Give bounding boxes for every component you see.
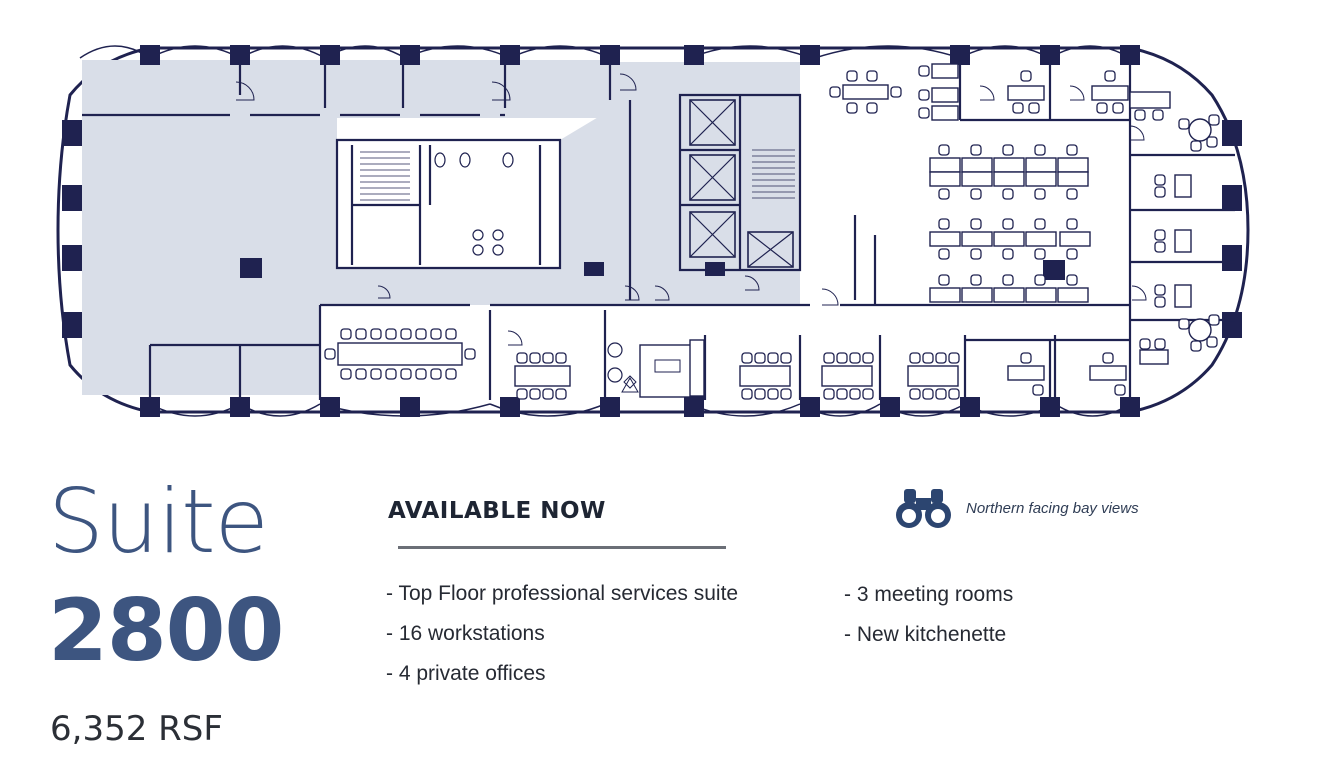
feature-item: - New kitchenette (844, 623, 1007, 646)
feature-list-left: - Top Floor professional services suite … (386, 574, 738, 694)
floor-plan (56, 45, 1250, 417)
headline-divider (398, 546, 726, 549)
suite-label: Suite (48, 470, 269, 573)
feature-item: - 4 private offices (386, 662, 546, 685)
feature-item: - 16 workstations (386, 622, 545, 645)
view-note-text: Northern facing bay views (966, 500, 1139, 517)
feature-item: - Top Floor professional services suite (386, 582, 739, 605)
feature-item: - 3 meeting rooms (844, 583, 1014, 606)
binoculars-icon (896, 489, 951, 528)
suite-area: 6,352 RSF (50, 709, 223, 749)
feature-list-right: - 3 meeting rooms - New kitchenette (844, 575, 1013, 655)
floor-plan-drawing (56, 45, 1250, 417)
availability-headline: AVAILABLE NOW (388, 498, 606, 524)
suite-number: 2800 (48, 581, 284, 681)
